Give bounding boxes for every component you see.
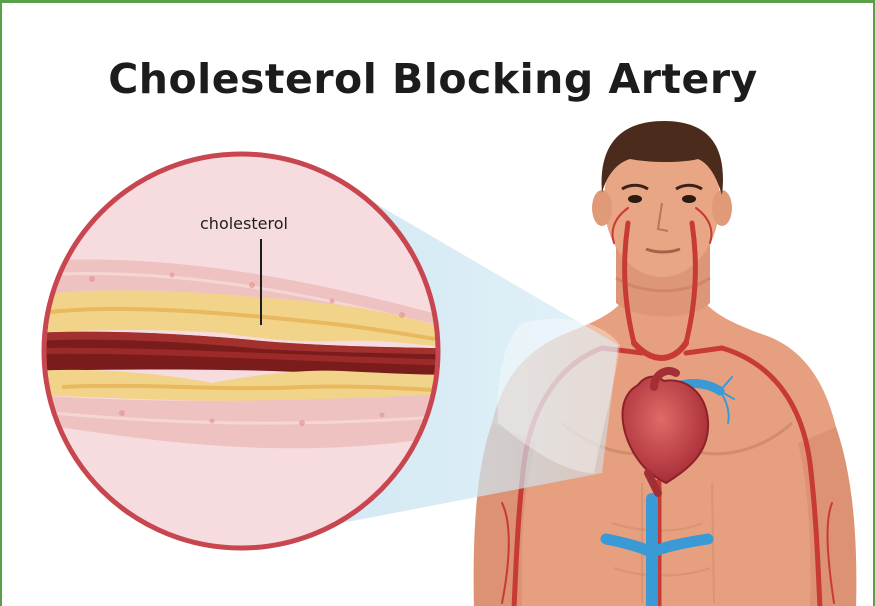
page-title: Cholesterol Blocking Artery [2,55,864,103]
cholesterol-label: cholesterol [200,214,288,233]
